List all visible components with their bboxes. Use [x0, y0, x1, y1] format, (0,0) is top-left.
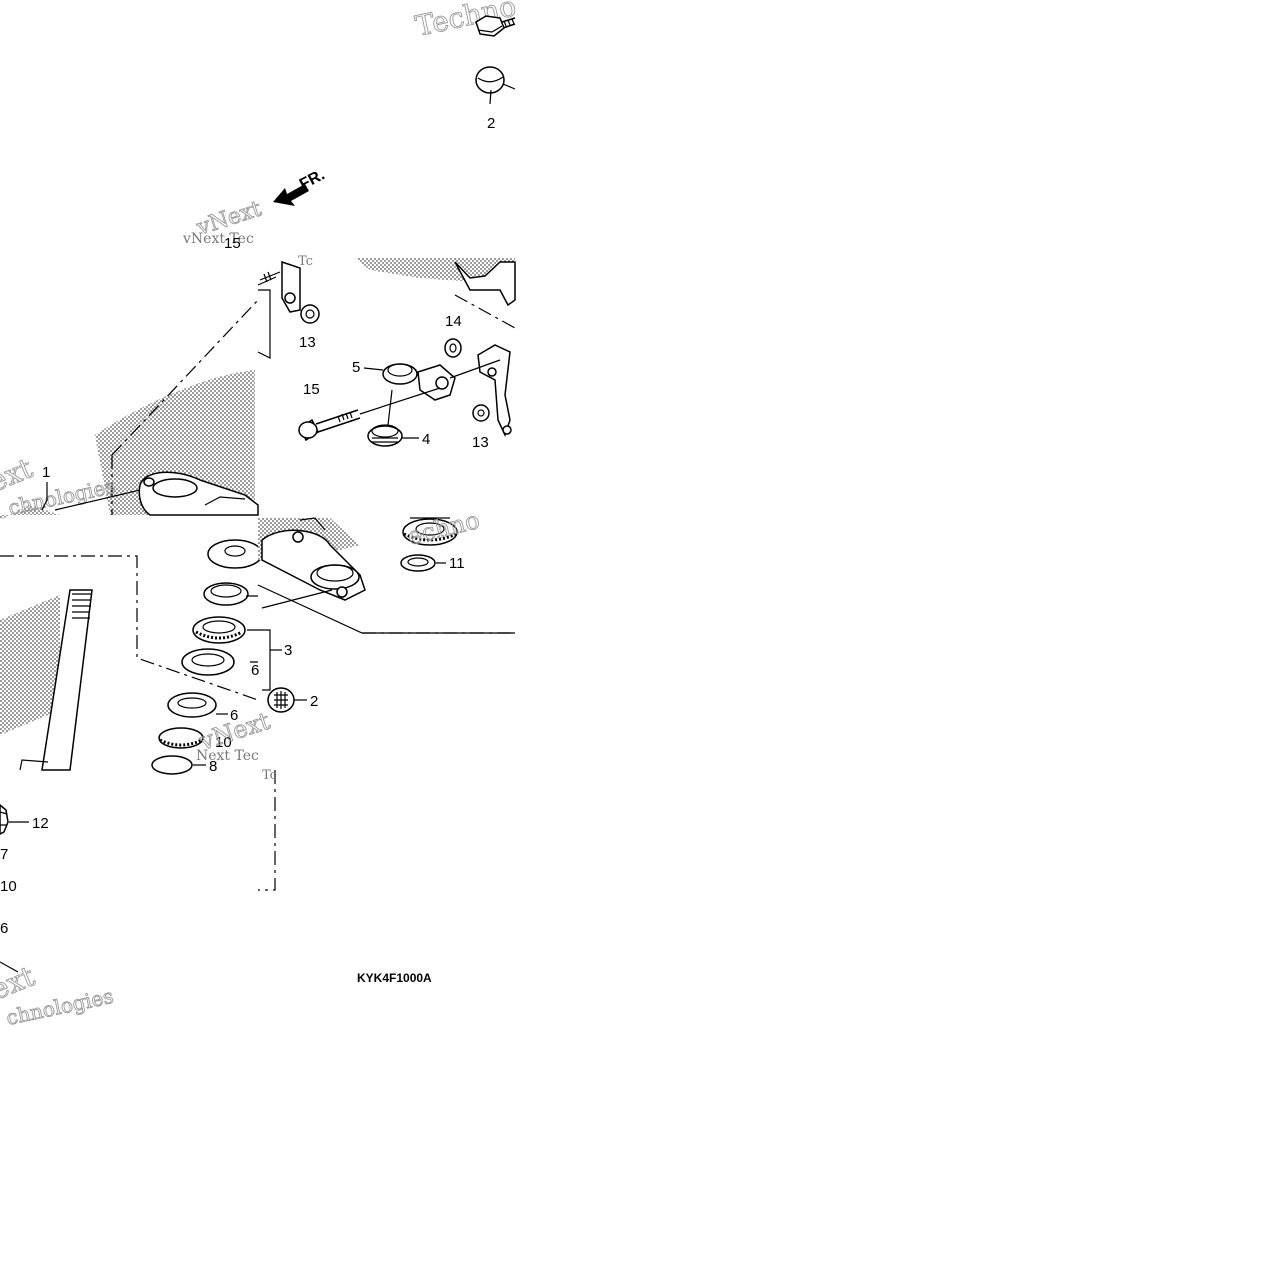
callout-3: 3: [284, 642, 292, 659]
tile-bearing-stack: 6 6 10 8 3 2 vNext Next Tec: [0, 539, 318, 775]
steering-head-bracket: [138, 471, 259, 516]
tile-steering-head: vNext vNext Tec 15 ext chnologies 1: [0, 196, 265, 520]
washer-6: [167, 692, 217, 718]
callout-10: 10: [215, 734, 232, 751]
callout-1: 1: [42, 464, 50, 481]
cap-mid: [267, 687, 295, 713]
watermark-tc-lower: Tc: [262, 768, 277, 783]
drawing-code: KYK4F1000A: [357, 971, 432, 985]
callout-6-left: 6: [0, 920, 8, 937]
tile-top-right: Techno 2: [412, 0, 519, 132]
bolt-top: [475, 15, 516, 37]
watermark-vnext-tec: vNext Tec: [182, 231, 254, 247]
race-third: [181, 648, 235, 676]
race-upper: [207, 539, 263, 569]
race-top-right: [402, 518, 458, 546]
nut-13-a: [300, 304, 320, 324]
callout-8: 8: [209, 758, 217, 775]
callout-6: 6: [230, 707, 238, 724]
washer-11: [400, 554, 436, 572]
bearing-5: [382, 363, 418, 385]
callout-10-left: 10: [0, 878, 17, 895]
callout-11: 11: [449, 555, 465, 572]
callout-5: 5: [352, 359, 360, 376]
callout-14: 14: [445, 313, 462, 330]
tile-lower-parts: 12 7 10 6 ext chnologies Tc KYK4F1000A: [0, 768, 432, 1030]
bolt-15-b: [298, 387, 441, 442]
callout-15-b: 15: [303, 381, 320, 398]
callout-15-a: 15: [224, 235, 241, 252]
callout-13-a: 13: [299, 334, 316, 351]
tile-fork-clamp: Tc 13 14 5: [257, 254, 516, 451]
nut-13-b: [472, 404, 490, 422]
callout-13-b: 13: [472, 434, 489, 451]
front-direction-arrow: FR.: [273, 166, 328, 206]
washer-14: [444, 338, 462, 358]
callout-4: 4: [422, 431, 430, 448]
watermark-tc: Tc: [298, 254, 313, 269]
tile-triple-clamp: echno 11: [257, 506, 515, 634]
race-8: [151, 755, 193, 775]
nut-12: [0, 804, 9, 835]
cap-top: [475, 66, 516, 105]
callout-2-top: 2: [487, 115, 495, 132]
steering-stem-shaft: [19, 589, 93, 771]
callout-12: 12: [32, 815, 49, 832]
bearing-4: [367, 424, 403, 447]
watermark-next-tec: Next Tec: [196, 748, 259, 764]
race-second: [203, 582, 249, 606]
watermark-echno: echno: [405, 506, 483, 551]
callout-7: 7: [0, 846, 8, 863]
callout-6-small: 6: [251, 662, 259, 679]
ball-bearing-10: [158, 727, 204, 749]
callout-2-mid: 2: [310, 693, 318, 710]
ball-bearing-upper: [192, 616, 246, 644]
